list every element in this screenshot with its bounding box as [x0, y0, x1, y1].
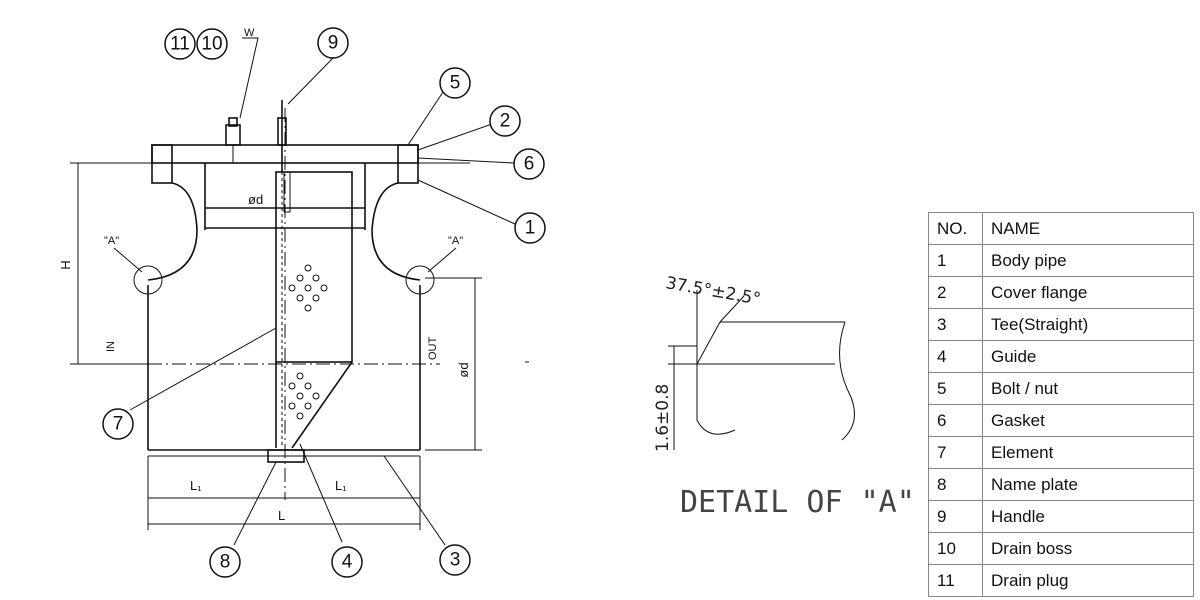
- balloon-11: 11: [164, 28, 196, 60]
- name-plate: [267, 449, 305, 463]
- row-no: 3: [928, 308, 983, 341]
- dimension-od: ød: [425, 277, 482, 451]
- row-name: Cover flange: [982, 276, 1194, 309]
- balloon-10: 10: [196, 28, 228, 60]
- row-name: Name plate: [982, 468, 1194, 501]
- drain-plug: [225, 117, 241, 163]
- cover-flange: [80, 144, 470, 184]
- l1-left-label: L₁: [190, 478, 202, 493]
- svg-text:8: 8: [220, 552, 231, 573]
- table-header-row: NO. NAME: [928, 212, 1194, 245]
- detail-leader-right: [427, 247, 457, 273]
- row-no: 6: [928, 404, 983, 437]
- balloon-7: 7: [102, 408, 134, 440]
- balloon-9: 9: [317, 27, 349, 59]
- row-no: 1: [928, 244, 983, 277]
- balloon-6: 6: [513, 148, 545, 180]
- balloon-8: 8: [209, 546, 241, 578]
- row-no: 11: [928, 564, 983, 597]
- row-name: Gasket: [982, 404, 1194, 437]
- element: [275, 171, 353, 449]
- detail-title: DETAIL OF "A": [680, 485, 915, 520]
- svg-text:3: 3: [450, 550, 461, 571]
- row-no: 5: [928, 372, 983, 405]
- col-name-header: NAME: [982, 212, 1194, 245]
- in-label: IN: [105, 341, 117, 352]
- l-label: L: [278, 508, 285, 523]
- svg-text:2: 2: [500, 111, 511, 132]
- col-no-header: NO.: [928, 212, 983, 245]
- svg-text:5: 5: [450, 73, 461, 94]
- svg-text:10: 10: [201, 34, 222, 55]
- row-no: 2: [928, 276, 983, 309]
- svg-text:11: 11: [170, 34, 190, 55]
- balloon-1: 1: [514, 212, 546, 244]
- row-name: Bolt / nut: [982, 372, 1194, 405]
- balloon-2: 2: [489, 105, 521, 137]
- row-no: 7: [928, 436, 983, 469]
- detail-marker-left: "A": [104, 235, 119, 247]
- row-name: Handle: [982, 500, 1194, 533]
- detail-a-drawing: 37.5°±2.5° 1.6±0.8 DETAIL OF "A": [653, 273, 915, 520]
- row-name: Tee(Straight): [982, 308, 1194, 341]
- detail-dimension-label: 1.6±0.8: [653, 384, 673, 452]
- svg-text:1: 1: [525, 218, 536, 239]
- dimension-h: H: [58, 162, 150, 365]
- svg-text:7: 7: [113, 414, 124, 435]
- row-name: Guide: [982, 340, 1194, 373]
- od-vertical-label: ød: [456, 362, 471, 377]
- w-label: W: [244, 27, 255, 39]
- handle: [277, 100, 287, 172]
- row-no: 10: [928, 532, 983, 565]
- row-no: 8: [928, 468, 983, 501]
- svg-text:6: 6: [524, 154, 535, 175]
- row-name: Element: [982, 436, 1194, 469]
- row-name: Drain boss: [982, 532, 1194, 565]
- leader-lines: [129, 37, 516, 546]
- balloon-4: 4: [331, 546, 363, 578]
- row-name: Drain plug: [982, 564, 1194, 597]
- od-label: ød: [248, 192, 263, 207]
- h-label: H: [58, 260, 73, 269]
- detail-angle-label: 37.5°±2.5°: [664, 273, 762, 309]
- detail-leader-left: [113, 247, 143, 273]
- detail-marker-right: "A": [448, 235, 463, 247]
- svg-text:9: 9: [328, 33, 339, 54]
- row-no: 4: [928, 340, 983, 373]
- balloon-5: 5: [439, 67, 471, 99]
- row-no: 9: [928, 500, 983, 533]
- balloon-3: 3: [439, 544, 471, 576]
- svg-text:4: 4: [342, 552, 353, 573]
- element-perforations: [288, 264, 328, 420]
- l1-right-label: L₁: [335, 478, 347, 493]
- out-label: OUT: [427, 337, 439, 361]
- row-name: Body pipe: [982, 244, 1194, 277]
- dimension-l: L₁ L₁ L: [147, 456, 421, 530]
